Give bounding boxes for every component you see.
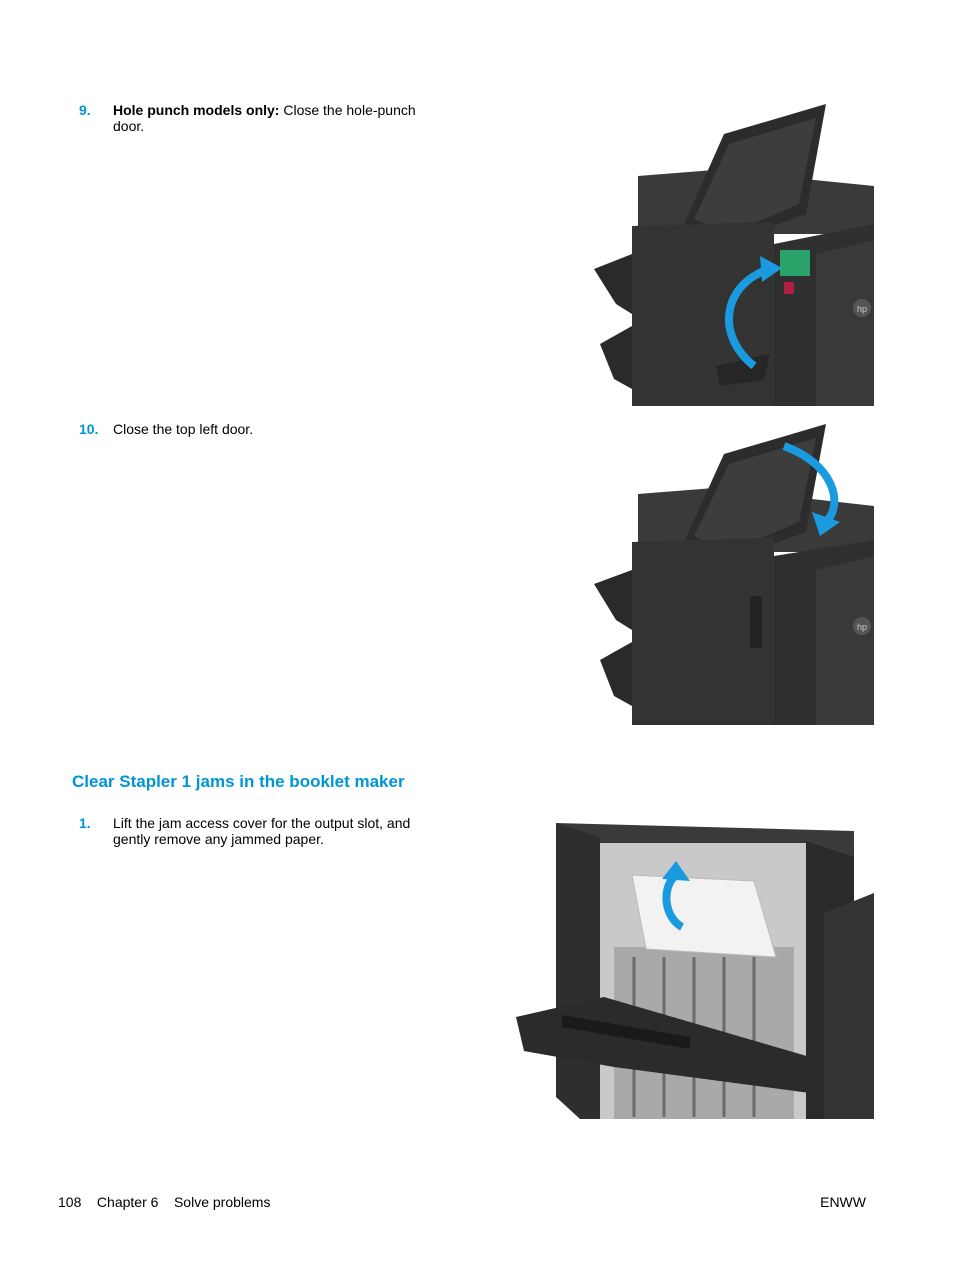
step-10-text: Close the top left door. xyxy=(113,421,254,437)
step-9-body: Close the hole-punch xyxy=(279,102,416,118)
chapter-label: Chapter 6 xyxy=(96,1194,159,1210)
hp-logo-1: hp xyxy=(857,304,867,314)
step-9-bold-prefix: Hole punch models only: xyxy=(113,102,280,118)
step-9-number: 9. xyxy=(79,102,91,118)
figure-booklet-maker-jam xyxy=(514,817,874,1119)
hp-logo-2: hp xyxy=(857,622,867,632)
section-step-1-line2: gently remove any jammed paper. xyxy=(113,831,324,847)
section-step-1-line1: Lift the jam access cover for the output… xyxy=(113,815,411,831)
section-step-1-text: Lift the jam access cover for the output… xyxy=(113,815,453,847)
figure-close-top-left-door: hp xyxy=(594,424,874,725)
section-heading: Clear Stapler 1 jams in the booklet make… xyxy=(72,772,405,791)
step-9-body-line2: door. xyxy=(113,118,145,134)
chapter-title: Solve problems xyxy=(173,1194,271,1210)
step-10-number: 10. xyxy=(79,421,99,437)
step-9-text: Hole punch models only: Close the hole-p… xyxy=(113,102,443,134)
section-step-1-number: 1. xyxy=(79,815,91,831)
footer-left: 108 Chapter 6 Solve problems xyxy=(58,1194,270,1210)
footer-right: ENWW xyxy=(820,1194,866,1210)
figure-close-hole-punch-door: hp xyxy=(594,104,874,406)
page-number: 108 xyxy=(58,1194,82,1210)
